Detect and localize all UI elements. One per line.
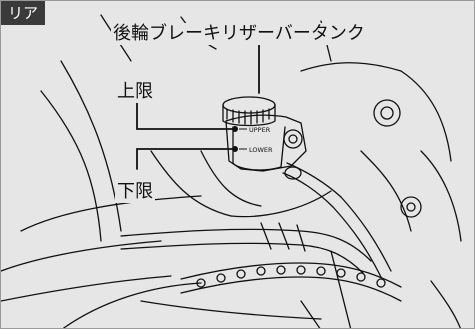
upper-limit-label: 上限 xyxy=(115,81,155,103)
lower-limit-label: 下限 xyxy=(115,181,155,203)
reservoir-label: 後輪ブレーキリザーバータンク xyxy=(111,23,367,45)
lower-marking: LOWER xyxy=(249,146,273,154)
upper-marking: UPPER xyxy=(249,126,271,134)
section-tab: リア xyxy=(1,1,46,25)
